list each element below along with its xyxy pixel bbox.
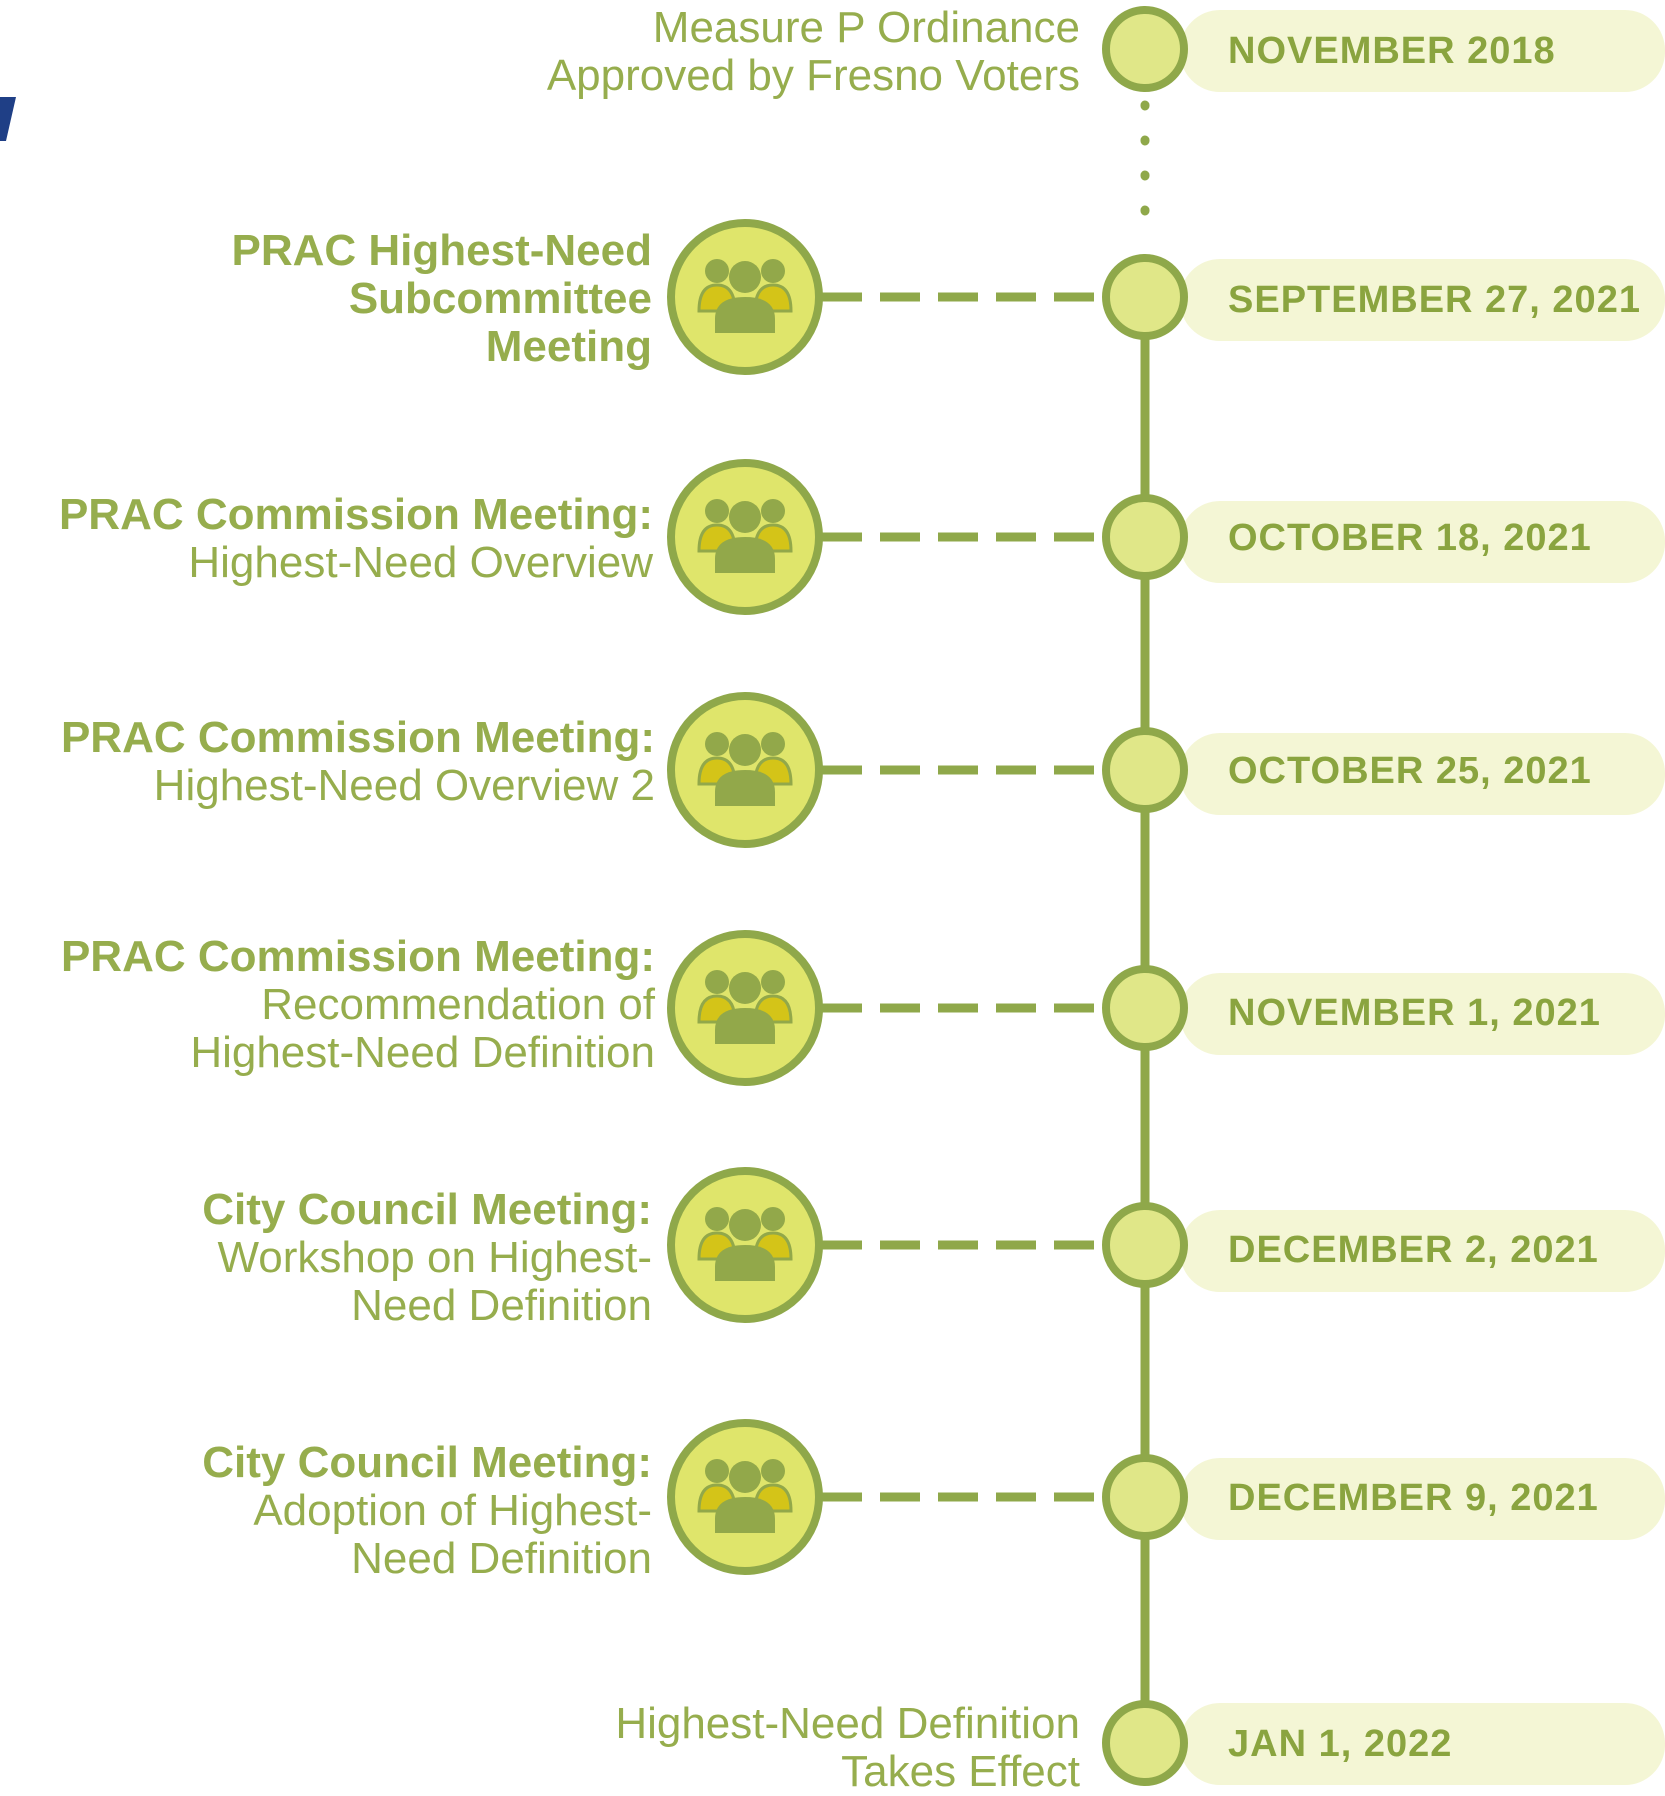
event-description: Adoption of Highest- Need Definition	[253, 1486, 652, 1583]
timeline-node	[1102, 494, 1188, 580]
people-group-icon-graphic	[697, 732, 793, 806]
people-group-icon	[667, 219, 823, 375]
event-label: Highest-Need Definition Takes Effect	[615, 1700, 1080, 1796]
people-group-icon-graphic	[697, 970, 793, 1044]
event-description: Measure P Ordinance Approved by Fresno V…	[546, 3, 1080, 100]
event-label: PRAC Commission Meeting: Highest-Need Ov…	[59, 491, 653, 587]
event-description: Highest-Need Overview	[188, 538, 653, 587]
timeline-node	[1102, 6, 1188, 92]
date-pill	[1180, 1703, 1665, 1785]
event-label: Measure P Ordinance Approved by Fresno V…	[547, 4, 1080, 100]
event-date: OCTOBER 25, 2021	[1228, 750, 1592, 792]
event-label: PRAC Commission Meeting: Recommendation …	[61, 933, 655, 1077]
timeline-node	[1102, 727, 1188, 813]
event-description: Recommendation of Highest-Need Definitio…	[190, 980, 655, 1077]
timeline-node	[1102, 1202, 1188, 1288]
people-group-icon	[667, 1167, 823, 1323]
event-date: NOVEMBER 1, 2021	[1228, 992, 1601, 1034]
date-pill	[1180, 1458, 1665, 1540]
event-description: Workshop on Highest- Need Definition	[217, 1233, 653, 1330]
event-description: Highest-Need Definition Takes Effect	[615, 1699, 1080, 1796]
event-date: OCTOBER 18, 2021	[1228, 517, 1592, 559]
event-date: SEPTEMBER 27, 2021	[1228, 279, 1641, 321]
timeline-node	[1102, 1700, 1188, 1786]
date-pill	[1180, 10, 1665, 92]
date-pill	[1180, 259, 1665, 341]
people-group-icon-graphic	[697, 1207, 793, 1281]
event-date: JAN 1, 2022	[1228, 1723, 1453, 1765]
event-title: PRAC Highest-Need Subcommittee Meeting	[231, 226, 653, 371]
people-group-icon-graphic	[697, 259, 793, 333]
cropped-heading-fragment	[0, 97, 16, 141]
event-label: PRAC Highest-Need Subcommittee Meeting	[232, 227, 653, 371]
event-date: NOVEMBER 2018	[1228, 30, 1556, 72]
event-label: City Council Meeting: Adoption of Highes…	[202, 1439, 652, 1583]
people-group-icon-graphic	[697, 1459, 793, 1533]
date-pill	[1180, 501, 1665, 583]
people-group-icon-graphic	[697, 499, 793, 573]
event-label: City Council Meeting: Workshop on Highes…	[202, 1186, 652, 1330]
event-date: DECEMBER 2, 2021	[1228, 1229, 1599, 1271]
event-date: DECEMBER 9, 2021	[1228, 1477, 1599, 1519]
date-pill	[1180, 973, 1665, 1055]
people-group-icon	[667, 692, 823, 848]
timeline-node	[1102, 1454, 1188, 1540]
event-title: PRAC Commission Meeting:	[58, 490, 653, 539]
date-pill	[1180, 1210, 1665, 1292]
event-title: PRAC Commission Meeting:	[60, 713, 655, 762]
event-label: PRAC Commission Meeting: Highest-Need Ov…	[61, 714, 655, 810]
date-pill	[1180, 733, 1665, 815]
event-title: City Council Meeting:	[202, 1185, 652, 1234]
event-description: Highest-Need Overview 2	[153, 761, 655, 810]
event-title: City Council Meeting:	[202, 1438, 652, 1487]
people-group-icon	[667, 930, 823, 1086]
people-group-icon	[667, 1419, 823, 1575]
timeline-node	[1102, 965, 1188, 1051]
timeline-node	[1102, 254, 1188, 340]
people-group-icon	[667, 459, 823, 615]
event-title: PRAC Commission Meeting:	[60, 932, 655, 981]
